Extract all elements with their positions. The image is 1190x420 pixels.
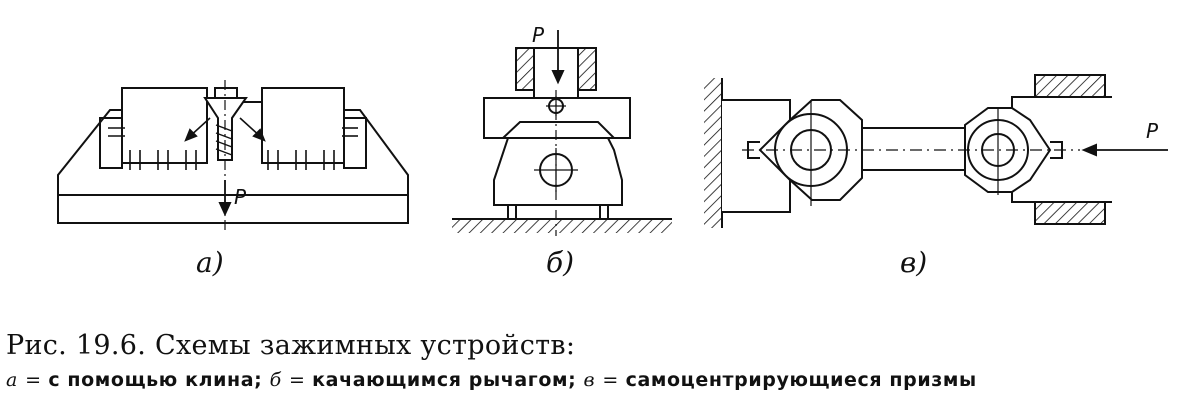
panel-b-force-label: P [532,23,545,47]
panel-v-label: в) [900,246,928,279]
caption-item-a-text: с помощью клина; [48,369,263,391]
panel-a-wedge-clamp-drawing [57,80,409,230]
caption-legend: а = с помощью клина; б = качающимся рыча… [6,369,1186,391]
caption-item-v-text: самоцентрирующиеся призмы [625,369,977,391]
caption-dash: = [602,369,626,391]
panel-a-force-label: P [234,185,247,209]
caption-item-b-letter: б [269,369,282,391]
clamping-devices-figure: P P [57,23,1168,236]
figure-caption: Рис. 19.6. Схемы зажимных устройств: а =… [6,330,1186,391]
caption-dash: = [289,369,313,391]
panel-v-force-label: P [1146,119,1159,143]
caption-title: Рис. 19.6. Схемы зажимных устройств: [6,330,576,361]
caption-item-b-text: качающимся рычагом; [312,369,577,391]
panel-v-self-centering-prisms-drawing [704,74,1168,228]
caption-item-v-letter: в [583,369,596,391]
caption-dash: = [25,369,49,391]
panel-a-label: а) [196,246,224,279]
caption-item-a-letter: а [6,369,18,391]
panel-b-label: б) [546,246,575,279]
panel-b-rocking-lever-drawing [452,30,672,236]
